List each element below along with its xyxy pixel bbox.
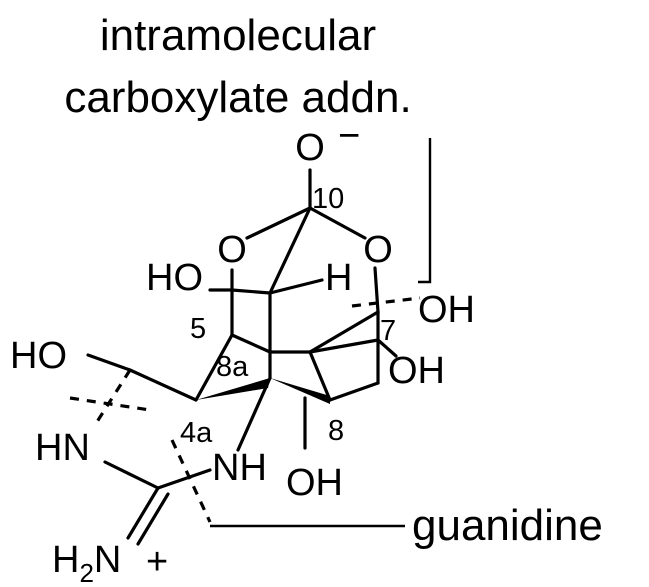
- atom-o-left: O: [217, 229, 247, 271]
- atom-oh-right-top: OH: [418, 289, 475, 331]
- atom-o-minus: O: [295, 127, 325, 169]
- skeleton-bonds: [69, 168, 421, 546]
- bond-c9-h: [268, 278, 324, 295]
- bond-c7-oh: [376, 338, 398, 358]
- atom-h2n: H2N: [52, 539, 121, 582]
- bond-4a-c4: [128, 368, 198, 402]
- bond-cguan-n-b: [136, 492, 170, 546]
- bond-c10-oleft: [245, 206, 312, 240]
- position-10: 10: [312, 183, 344, 215]
- bond-c5-c9: [230, 288, 272, 295]
- atom-h2n-n: N: [94, 539, 121, 581]
- position-7: 7: [380, 315, 396, 347]
- minus-sign: −: [338, 115, 360, 157]
- bond-8a-nh: [236, 376, 272, 452]
- guide-lines: [170, 138, 432, 528]
- bond-c8-c7: [328, 381, 380, 402]
- carboxylate-guide-line: [418, 138, 432, 284]
- position-8: 8: [328, 415, 344, 447]
- position-4a: 4a: [180, 417, 213, 449]
- atom-oh-bottom: OH: [286, 462, 343, 504]
- atom-h2n-subscript: 2: [79, 558, 93, 582]
- bond-cguan-n-a: [126, 486, 160, 540]
- bond-c10-oright: [308, 206, 367, 240]
- dashbond-horizontal: [69, 396, 151, 412]
- atom-o-right: O: [363, 229, 393, 271]
- atom-oh-right-mid: OH: [388, 350, 445, 392]
- position-numbers: 10 5 8a 7 4a 8: [180, 183, 396, 449]
- bond-c4-ho: [86, 353, 132, 372]
- atom-labels: O − O O HO H OH OH OH HO HN NH H2N +: [10, 115, 475, 587]
- dashbond-c6-oh: [351, 296, 421, 308]
- atom-nh-mid: NH: [212, 447, 267, 489]
- bond-nh-cguan: [156, 468, 212, 490]
- bond-c4-c8a-upper: [230, 333, 272, 354]
- dashbond-c4-hn: [93, 369, 132, 426]
- bond-oright-c6: [373, 266, 380, 314]
- wedge-4a-8a: [196, 378, 270, 400]
- wedge-8a-c8: [270, 378, 330, 404]
- atom-h-top: H: [325, 257, 352, 299]
- atom-ho-top: HO: [146, 257, 203, 299]
- bond-c5a-c8: [308, 350, 332, 402]
- position-5: 5: [190, 313, 206, 345]
- bond-c6-c5a: [308, 310, 380, 354]
- caption-line-1: intramolecular: [100, 11, 376, 60]
- atom-ho-left: HO: [10, 335, 67, 377]
- bond-c10-c4: [268, 206, 312, 295]
- caption-line-2: carboxylate addn.: [64, 73, 411, 122]
- atom-h2n-h: H: [52, 539, 79, 581]
- bond-hn-cguan: [103, 460, 160, 490]
- plus-sign: +: [146, 541, 168, 582]
- guanidine-label: guanidine: [412, 501, 603, 550]
- atom-hn-left: HN: [35, 427, 90, 469]
- bond-c5a-c7: [308, 338, 380, 354]
- bond-c4-c4a: [194, 333, 234, 402]
- guanidine-dashed-pointer: [170, 439, 212, 523]
- position-8a: 8a: [216, 351, 249, 383]
